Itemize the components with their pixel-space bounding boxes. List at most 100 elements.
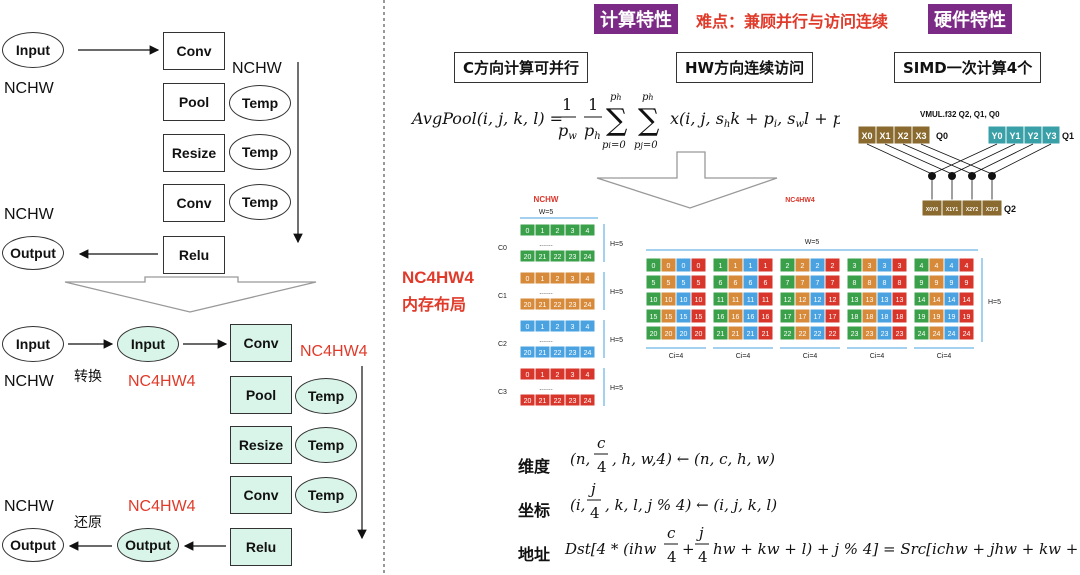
nchw-label-mid: NCHW (232, 60, 282, 77)
addr-label: 地址 (518, 545, 551, 564)
nc4-cell-value: 17 (829, 314, 837, 321)
nchw-label: NCHW (4, 80, 54, 97)
w5-label: W=5 (539, 209, 554, 216)
nc4-cell-value: 11 (762, 297, 769, 304)
temp-node: Temp (229, 184, 291, 220)
nc4-cell (757, 308, 774, 324)
nc4-cell (690, 325, 707, 341)
nc4-cell-value: 18 (866, 314, 874, 321)
channel-label: C3 (498, 389, 507, 396)
nchw-cell-value: 0 (526, 276, 530, 283)
result-register-label: X1Y1 (946, 207, 958, 213)
dots: ....... (539, 289, 553, 296)
nc4-cell-value: 18 (881, 314, 889, 321)
input-node: Input (2, 326, 64, 362)
nc4-cell-value: 0 (667, 263, 671, 270)
nchw-cell-value: 21 (539, 254, 547, 261)
nc4-cell (824, 291, 841, 307)
nc4-cell (757, 325, 774, 341)
y-register-label: Y2 (1027, 131, 1038, 141)
h5-label: H=5 (988, 299, 1001, 306)
nchw-cell (579, 345, 596, 359)
nc4-cell-value: 14 (918, 297, 926, 304)
ci4-label: Ci=4 (669, 353, 684, 360)
relu-box: Relu (230, 528, 292, 566)
simd-wire (931, 143, 998, 175)
result-register-label: X0Y0 (926, 207, 938, 213)
nc4-cell (690, 291, 707, 307)
nchw-cell-value: 0 (526, 372, 530, 379)
nc4-cell-value: 7 (786, 280, 790, 287)
nc4-cell-value: 2 (816, 263, 820, 270)
q1-label: Q1 (1062, 131, 1074, 141)
svg-text:ph: ph (642, 92, 654, 103)
nc4-cell-value: 20 (665, 331, 673, 338)
ci4-label: Ci=4 (736, 353, 751, 360)
nc4-cell (891, 308, 908, 324)
nc4-cell-value: 3 (898, 263, 902, 270)
nc4-cell-value: 24 (918, 331, 926, 338)
nchw-cell (579, 297, 596, 311)
multiply-node (928, 172, 936, 180)
y-register-label: Y3 (1045, 131, 1056, 141)
temp-node: Temp (295, 378, 357, 414)
svg-text:, k, l, j % 4) ← (i, j, k, l): , k, l, j % 4) ← (i, j, k, l) (605, 496, 777, 514)
nchw-cell-value: 4 (586, 228, 590, 235)
nc4-cell-value: 15 (680, 314, 688, 321)
dots: ....... (539, 337, 553, 344)
nchw-cell-value: 20 (524, 398, 532, 405)
nchw-cell (579, 367, 596, 381)
nchw-cell-value: 4 (586, 324, 590, 331)
simd-instruction: VMUL.f32 Q2, Q1, Q0 (920, 110, 1000, 119)
nc4-cell (958, 274, 975, 290)
ci4-label: Ci=4 (870, 353, 885, 360)
nc4-cell-value: 14 (963, 297, 971, 304)
nc4-cell-value: 5 (667, 280, 671, 287)
left-connectors (64, 0, 385, 575)
simd-wire (902, 143, 973, 175)
nc4-cell-value: 5 (652, 280, 656, 287)
nc4-cell-value: 24 (948, 331, 956, 338)
channel-label: C2 (498, 341, 507, 348)
nchw-cell-value: 0 (526, 228, 530, 235)
svg-text:AvgPool(i, j, k, l) =: AvgPool(i, j, k, l) = (410, 109, 563, 128)
input-convert-node: Input (117, 326, 179, 362)
simd-wire (866, 143, 933, 175)
nc4-cell-value: 3 (853, 263, 857, 270)
nc4-cell (891, 257, 908, 273)
nc4-cell-value: 19 (948, 314, 956, 321)
nc4-cell-value: 23 (896, 331, 904, 338)
x-register-label: X0 (861, 131, 872, 141)
nchw-label-out: NCHW (4, 206, 54, 223)
nc4-cell-value: 21 (732, 331, 740, 338)
nchw-cell-value: 20 (524, 350, 532, 357)
multiply-node (968, 172, 976, 180)
simd-wire (920, 143, 993, 175)
nc4-cell-value: 15 (650, 314, 658, 321)
coord-label: 坐标 (518, 501, 551, 520)
nc4-cell-value: 2 (786, 263, 790, 270)
nc4-cell-value: 8 (853, 280, 857, 287)
channel-label: C1 (498, 293, 507, 300)
nc4-cell-value: 4 (950, 263, 954, 270)
nc4-cell-value: 7 (831, 280, 835, 287)
simd-wire (991, 143, 1052, 175)
nchw-cell-value: 4 (586, 276, 590, 283)
nc4-cell (891, 291, 908, 307)
nchw-cell-value: 21 (539, 398, 547, 405)
down-chevron (64, 276, 317, 313)
nc4-cell-value: 9 (935, 280, 939, 287)
svg-text:4: 4 (590, 504, 600, 522)
simd-wire (884, 143, 953, 175)
nc4-cell-value: 14 (948, 297, 956, 304)
nc4-cell-value: 22 (799, 331, 807, 338)
nc4-cell-value: 8 (883, 280, 887, 287)
output-node: Output (2, 236, 64, 270)
svg-text:4: 4 (597, 458, 607, 476)
nc4-cell-value: 20 (695, 331, 703, 338)
nchw-cell-value: 3 (571, 228, 575, 235)
nchw-cell-value: 22 (554, 302, 562, 309)
svg-text:4: 4 (698, 548, 708, 566)
nc4-cell (824, 308, 841, 324)
nc4-cell-value: 1 (764, 263, 768, 270)
